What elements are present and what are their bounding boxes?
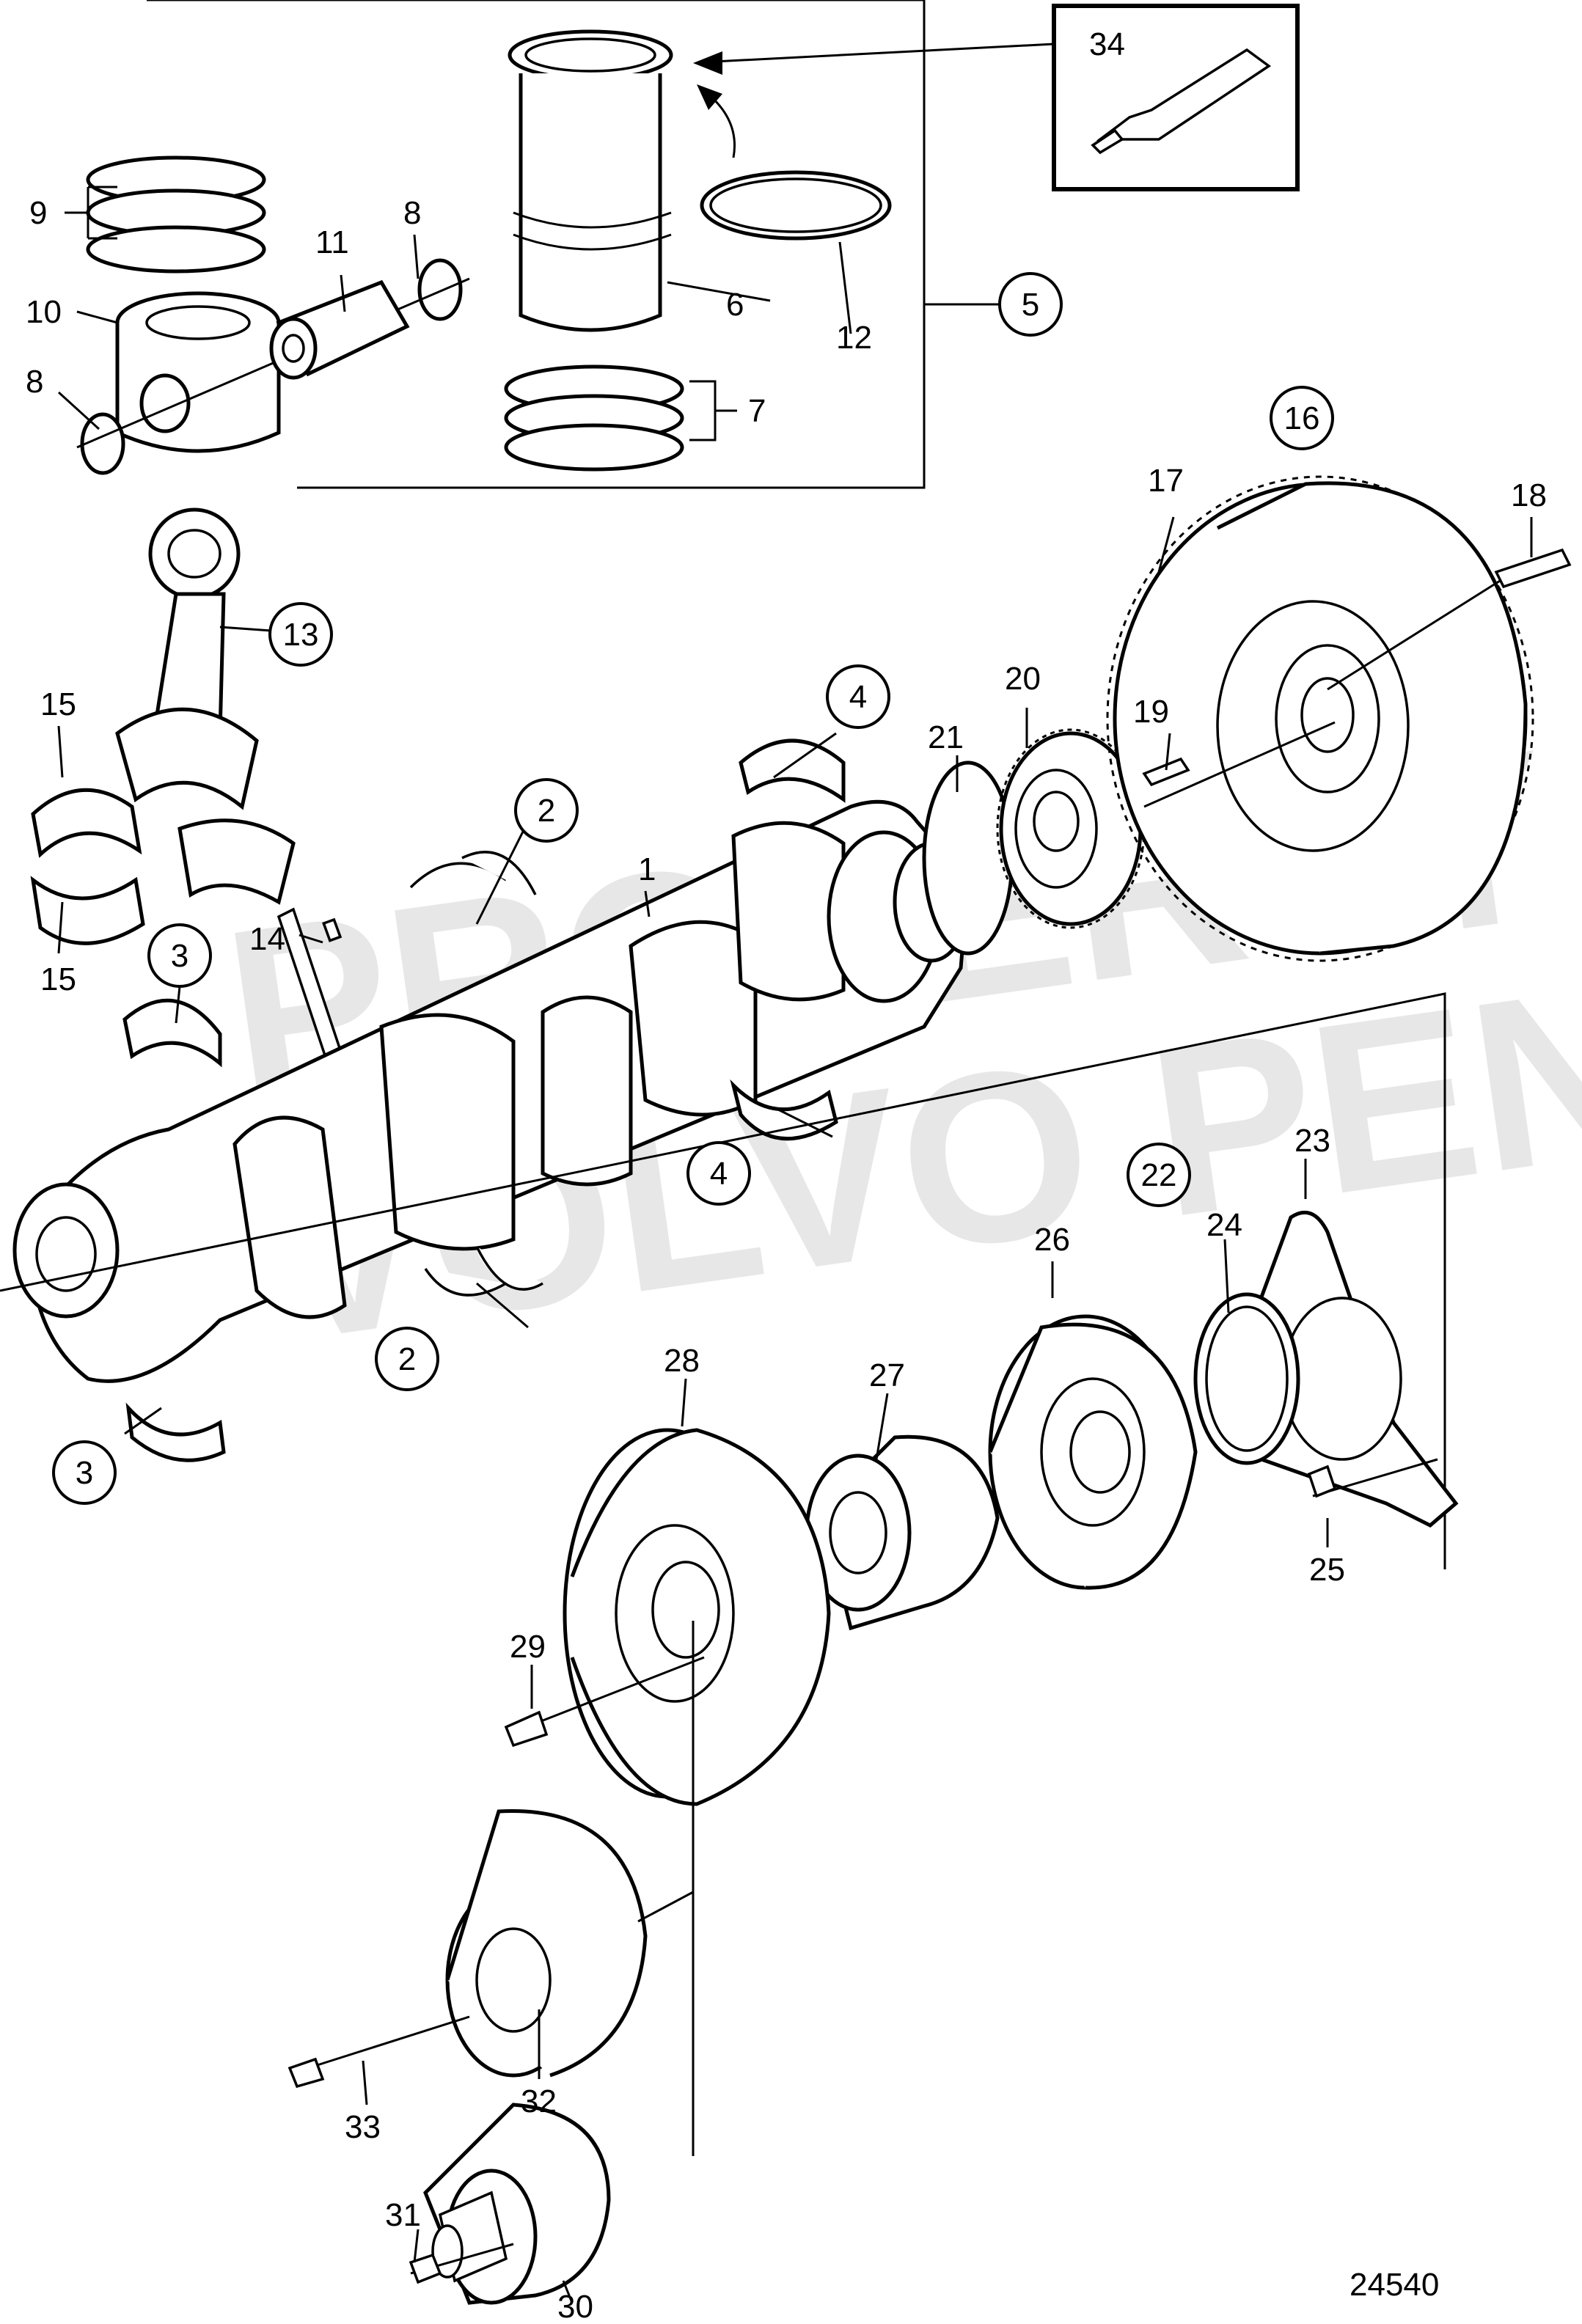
lower-axis-branch [637, 1891, 694, 1923]
bolt-33 [288, 2015, 470, 2089]
label-23: 23 [1294, 1123, 1330, 1159]
label-3-upper: 3 [171, 938, 188, 974]
label-3-lower: 3 [76, 1455, 93, 1491]
label-15-lower: 15 [40, 961, 76, 997]
seal-24-inner [1205, 1305, 1289, 1452]
label-21: 21 [928, 719, 964, 755]
label-14: 14 [249, 921, 285, 957]
label-8-left: 8 [26, 364, 43, 400]
label-11: 11 [315, 224, 349, 260]
label-13: 13 [283, 617, 319, 653]
sealant-tube-box [693, 4, 1300, 191]
label-28: 28 [664, 1343, 700, 1379]
circlip-8-left [80, 412, 125, 475]
label-2-upper: 2 [538, 793, 555, 829]
label-30: 30 [557, 2289, 593, 2324]
cylinder-liner [508, 29, 736, 332]
sealing-rings-7 [504, 364, 684, 472]
label-27: 27 [869, 1357, 905, 1393]
flywheel-16 [1106, 475, 1534, 962]
label-26: 26 [1034, 1222, 1070, 1258]
label-4-lower: 4 [710, 1156, 728, 1192]
o-ring-12-inner [709, 177, 882, 233]
label-22: 22 [1141, 1157, 1177, 1193]
label-16: 16 [1284, 400, 1320, 436]
bolt-31 [409, 2243, 514, 2284]
piston-pin-11 [269, 279, 410, 380]
liner-kit-bracket [147, 0, 1001, 489]
label-2-lower: 2 [398, 1341, 416, 1377]
label-24: 24 [1206, 1207, 1242, 1243]
pulley-26 [988, 1314, 1198, 1590]
hub-27 [805, 1434, 1000, 1631]
label-6: 6 [726, 287, 744, 323]
bolt-25 [1307, 1458, 1438, 1498]
label-9: 9 [29, 195, 47, 231]
timing-cover-23 [1237, 1210, 1459, 1528]
label-5: 5 [1022, 287, 1039, 323]
label-19: 19 [1133, 694, 1169, 730]
conrod-bearings-15 [30, 788, 145, 945]
label-10: 10 [26, 294, 62, 330]
bolt-18 [1327, 548, 1572, 691]
o-ring-21 [922, 760, 1014, 956]
pulley-32 [445, 1808, 648, 2078]
label-1: 1 [638, 851, 656, 887]
circlip-8-right [417, 258, 463, 321]
label-20: 20 [1005, 661, 1041, 697]
label-34: 34 [1089, 26, 1125, 62]
label-4-upper: 4 [849, 679, 867, 715]
label-17: 17 [1148, 463, 1184, 499]
label-33: 33 [345, 2109, 381, 2145]
label-32: 32 [521, 2083, 557, 2119]
callout-circles [52, 272, 1334, 1505]
adapter-30 [423, 2103, 611, 2305]
front-cover-bracket [0, 992, 1446, 1569]
bolt-29 [504, 1656, 705, 1748]
piston-10 [115, 291, 281, 453]
bolt-19 [1142, 721, 1336, 808]
connecting-rod-13 [115, 507, 347, 1073]
label-18: 18 [1511, 477, 1547, 513]
crankshaft-gear-20 [996, 728, 1146, 929]
label-15-upper: 15 [40, 686, 76, 722]
label-12: 12 [836, 320, 872, 356]
part-labels: 5 16 13 2 3 4 4 22 2 3 34 9 10 8 8 11 6 … [26, 26, 1547, 2324]
figure-number: 24540 [1350, 2267, 1439, 2303]
label-7: 7 [748, 393, 766, 429]
label-29: 29 [510, 1629, 546, 1665]
label-31: 31 [385, 2197, 421, 2233]
piston-rings-9 [86, 155, 266, 274]
vibration-damper-28 [563, 1428, 831, 1806]
label-25: 25 [1309, 1552, 1345, 1588]
label-8-right: 8 [403, 195, 421, 231]
leader-lines [57, 186, 1533, 2303]
thrust-washers-2 [409, 851, 543, 1297]
